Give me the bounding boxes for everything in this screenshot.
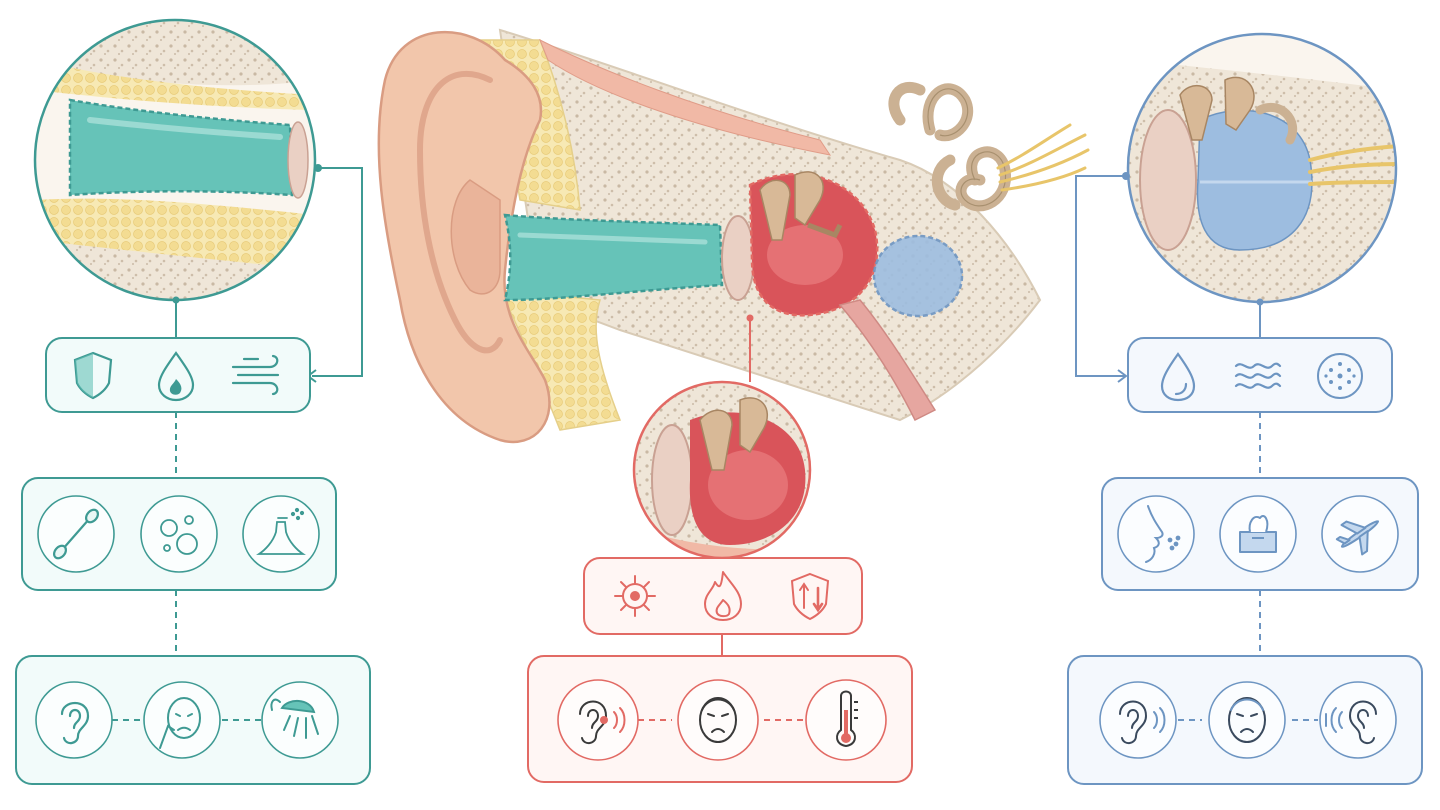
dots-circle-icon xyxy=(1317,353,1363,399)
inner-ear-connector xyxy=(1075,175,1126,377)
middle-ear-magnifier xyxy=(634,382,810,558)
central-ear-illustration xyxy=(377,28,1090,444)
spray-icon xyxy=(256,507,306,555)
ear-sound-icon xyxy=(1119,700,1166,744)
soft-tissue-lower xyxy=(498,289,622,431)
airplane-icon xyxy=(1335,520,1380,556)
outer-ear-cause-box xyxy=(45,337,311,413)
ear-icon xyxy=(60,701,90,745)
muscle-band xyxy=(539,38,832,156)
sad-face-icon xyxy=(1228,697,1266,743)
sad-face-icon xyxy=(699,697,737,743)
concha xyxy=(450,179,501,295)
cotton-swab-icon xyxy=(52,508,100,560)
eustachian-tube xyxy=(838,299,937,422)
middle-ear-panel xyxy=(527,314,913,783)
tissue-box-icon xyxy=(1239,514,1277,553)
shower-icon xyxy=(270,698,319,739)
auricle-helix-fold xyxy=(416,70,503,354)
ear-canal xyxy=(503,213,724,302)
outer-ear-connector xyxy=(312,167,363,377)
outer-ear-magnifier xyxy=(35,20,315,300)
canal-highlight xyxy=(517,232,708,245)
auditory-nerve xyxy=(996,123,1090,192)
ear-sound-icon xyxy=(579,700,626,744)
bubbles-icon xyxy=(160,515,198,555)
face-pain-icon xyxy=(159,697,201,749)
eardrum xyxy=(721,215,755,301)
pressure-shield-icon xyxy=(790,572,830,621)
nose-sneeze-icon xyxy=(1145,505,1181,563)
middle-ear-highlight xyxy=(767,225,843,285)
droplet-icon xyxy=(1160,352,1196,402)
inner-ear-region xyxy=(872,234,964,318)
flame-drop-icon xyxy=(157,351,195,402)
outer-ear-panel xyxy=(15,18,371,785)
middle-ear-cause-box xyxy=(583,557,863,635)
waves-icon xyxy=(1234,362,1282,389)
shield-icon xyxy=(73,351,113,400)
flame-icon xyxy=(704,571,742,621)
thermometer-icon xyxy=(836,690,858,748)
ossicles xyxy=(759,171,843,241)
inner-ear-panel xyxy=(1067,32,1423,785)
virus-icon xyxy=(614,575,656,617)
cochlea-outline xyxy=(927,88,1007,207)
wind-icon xyxy=(231,354,280,396)
ear-ringing-icon xyxy=(1325,700,1377,744)
